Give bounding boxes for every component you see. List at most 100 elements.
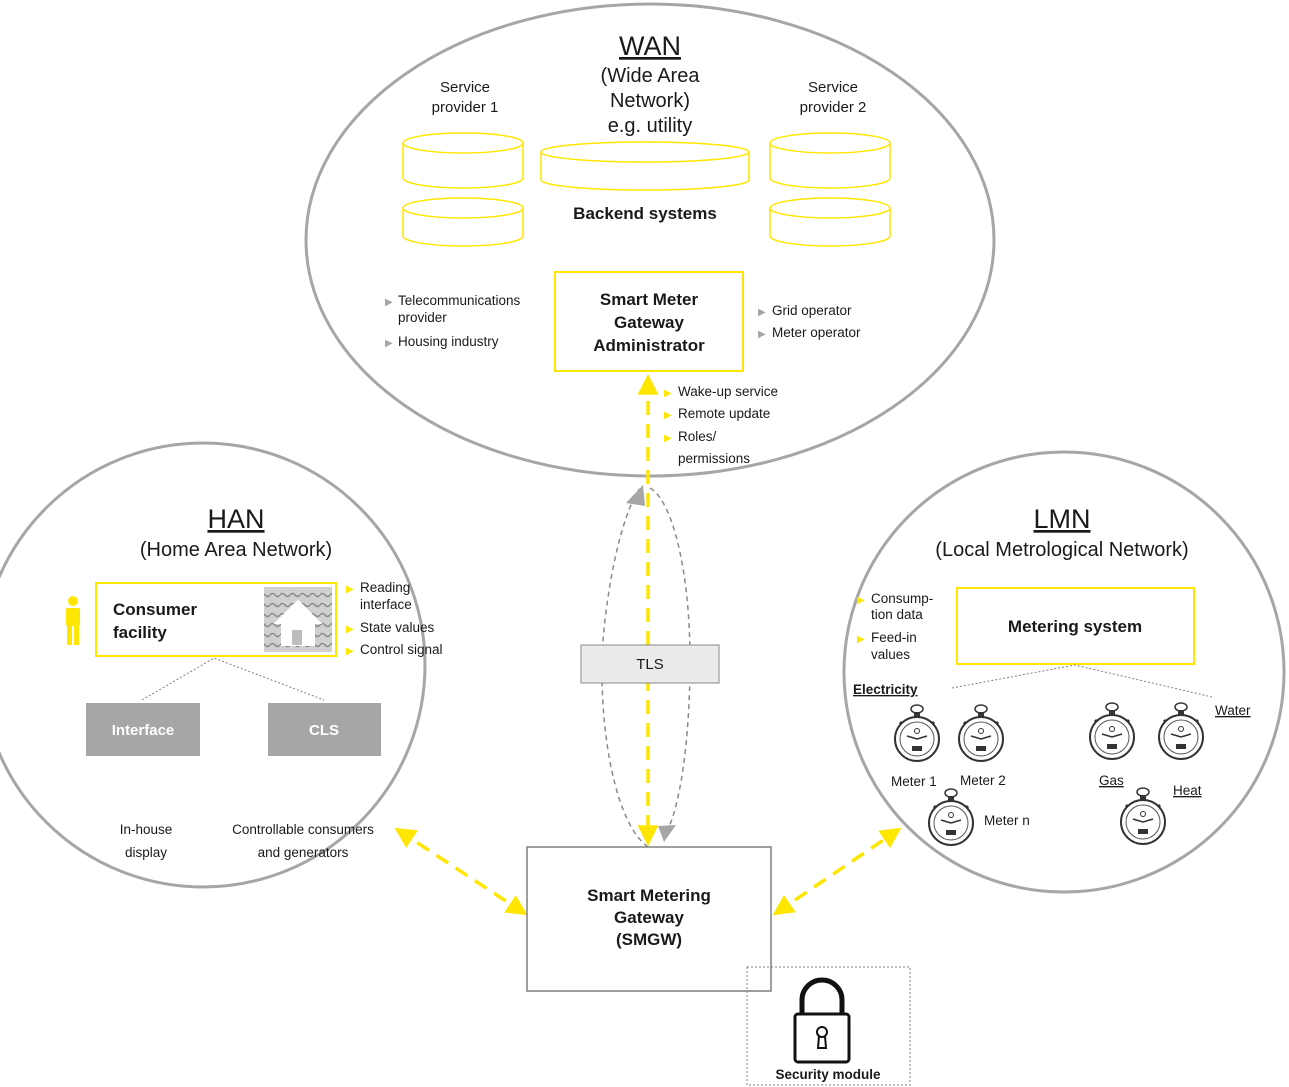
backend-systems-label: Backend systems [573, 204, 717, 223]
display-line-1: In-house [120, 822, 173, 837]
meter-2-label: Meter 2 [960, 773, 1006, 788]
stopwatch-icon [928, 788, 974, 846]
bullet-arrow-icon: ▶ [385, 338, 393, 349]
lmn-bullet-consumption-2: tion data [871, 607, 923, 622]
service-provider-2-line-1: Service [808, 79, 858, 96]
stopwatch-icon [1158, 702, 1204, 760]
smgw-box [526, 846, 772, 992]
person-icon [66, 596, 80, 645]
service-provider-2-line-2: provider 2 [800, 99, 867, 116]
bullet-housing: Housing industry [398, 334, 499, 349]
house-icon [264, 587, 332, 652]
gateway-administrator-box [554, 271, 744, 372]
administrator-line-3: Administrator [593, 336, 705, 355]
han-bullet-state: State values [360, 620, 435, 635]
han-tree-lines [141, 657, 325, 701]
han-title: HAN [207, 504, 264, 534]
function-wake-up: Wake-up service [678, 384, 778, 399]
database-icon [540, 141, 750, 191]
han-bullet-control: Control signal [360, 642, 443, 657]
meter-n-label: Meter n [984, 813, 1030, 828]
meters-group [894, 702, 1204, 846]
han-bullet-reading-2: interface [360, 597, 412, 612]
lmn-tree-lines [951, 664, 1213, 698]
administrator-line-1: Smart Meter [600, 290, 699, 309]
bullet-arrow-icon: ▶ [857, 634, 865, 645]
lmn-subtitle: (Local Metrological Network) [935, 539, 1188, 561]
meter-1-label: Meter 1 [891, 774, 937, 789]
smgw-line-2: Gateway [614, 908, 684, 927]
han-subtitle: (Home Area Network) [140, 539, 332, 561]
security-module-box [746, 966, 911, 1086]
bullet-arrow-icon: ▶ [758, 329, 766, 340]
wan-subtitle-1: (Wide Area [601, 65, 701, 87]
smgw: Smart Metering Gateway (SMGW) [526, 846, 772, 992]
lmn-circle [842, 450, 1286, 894]
tls-box [580, 644, 720, 684]
cls-box [268, 703, 381, 756]
bullet-arrow-icon: ▶ [664, 388, 672, 399]
lmn-bullet-feedin-1: Feed-in [871, 630, 917, 645]
lmn-title: LMN [1033, 504, 1090, 534]
database-icon [402, 197, 524, 247]
lmn-gateway-link [772, 827, 902, 916]
bullet-arrow-icon: ▶ [346, 624, 354, 635]
interface-label: Interface [112, 722, 175, 739]
administrator-line-2: Gateway [614, 313, 684, 332]
bullet-arrow-icon: ▶ [857, 595, 865, 606]
gas-label: Gas [1099, 773, 1124, 788]
smgw-line-1: Smart Metering [587, 886, 711, 905]
security-module-label: Security module [775, 1067, 881, 1082]
bullet-telecom-1: Telecommunications [398, 293, 521, 308]
database-icon [402, 132, 524, 189]
padlock-icon [793, 977, 851, 1064]
security-module: Security module [746, 966, 911, 1086]
bullet-arrow-icon: ▶ [664, 433, 672, 444]
controllable-line-2: and generators [258, 845, 349, 860]
database-icon [769, 132, 891, 189]
service-provider-1-line-2: provider 1 [432, 99, 499, 116]
bullet-arrow-icon: ▶ [664, 410, 672, 421]
wan-title: WAN [619, 31, 681, 61]
smgw-line-3: (SMGW) [616, 930, 682, 949]
metering-system-label: Metering system [1008, 617, 1142, 636]
bullet-arrow-icon: ▶ [385, 297, 393, 308]
bullet-meter-operator: Meter operator [772, 325, 861, 340]
cls-label: CLS [309, 722, 339, 739]
service-provider-1-line-1: Service [440, 79, 490, 96]
bullet-arrow-icon: ▶ [346, 584, 354, 595]
stopwatch-icon [958, 704, 1004, 762]
display-line-2: display [125, 845, 167, 860]
stopwatch-icon [1120, 787, 1166, 845]
lmn-bullet-consumption-1: Consump- [871, 591, 933, 606]
function-roles-2: permissions [678, 451, 750, 466]
connections: TLS [394, 373, 902, 916]
han-bullet-reading-1: Reading [360, 580, 410, 595]
wan-subtitle-2: Network) [610, 90, 690, 112]
han-circle [0, 441, 427, 889]
tls-arrowhead-bottom [658, 825, 676, 842]
controllable-line-1: Controllable consumers [232, 822, 374, 837]
metering-system-box [956, 587, 1195, 665]
lmn-bullet-feedin-2: values [871, 647, 910, 662]
tls-label: TLS [636, 656, 664, 673]
bullet-grid-operator: Grid operator [772, 303, 852, 318]
database-icon [769, 197, 891, 247]
han-gateway-link [394, 827, 528, 916]
stopwatch-icon [894, 704, 940, 762]
han-network: HAN (Home Area Network) Consumer facilit… [0, 441, 443, 889]
consumer-line-2: facility [113, 623, 167, 642]
heat-label: Heat [1173, 783, 1202, 798]
tls-loop-left [601, 487, 649, 848]
water-label: Water [1215, 703, 1251, 718]
electricity-label: Electricity [853, 682, 918, 697]
bullet-arrow-icon: ▶ [758, 307, 766, 318]
lmn-network: LMN (Local Metrological Network) ▶ Consu… [842, 450, 1286, 894]
tls-arrowhead-top [626, 485, 645, 506]
bullet-arrow-icon: ▶ [346, 646, 354, 657]
consumer-line-1: Consumer [113, 600, 197, 619]
interface-box [86, 703, 200, 756]
function-remote-update: Remote update [678, 406, 770, 421]
function-roles-1: Roles/ [678, 429, 717, 444]
